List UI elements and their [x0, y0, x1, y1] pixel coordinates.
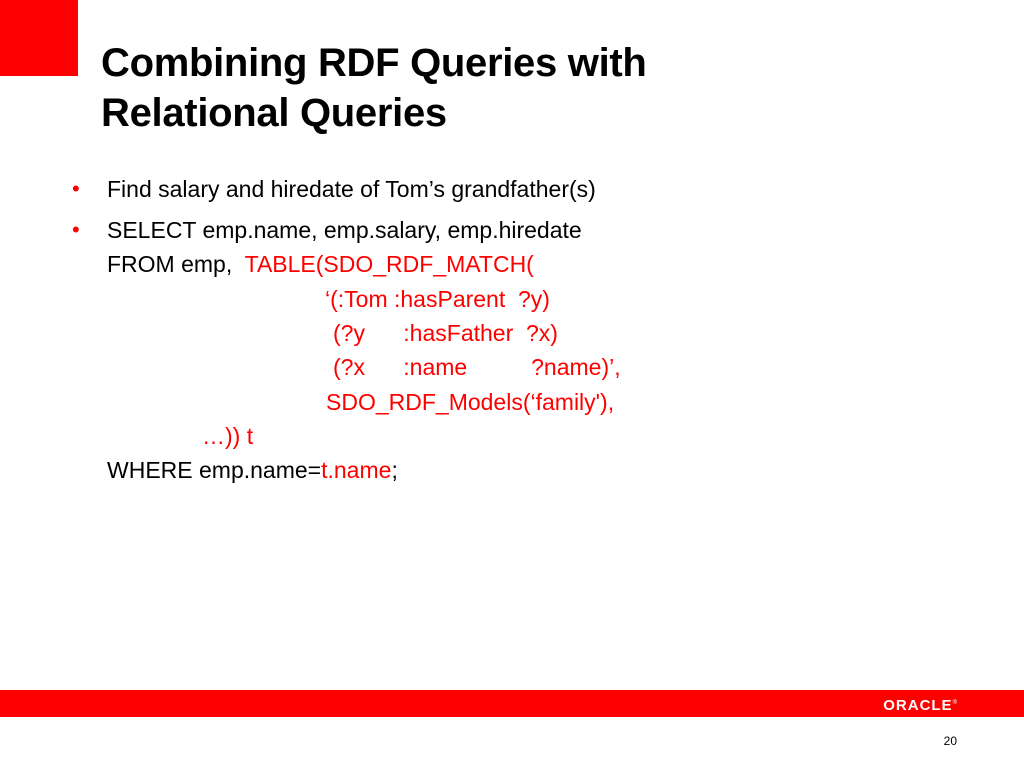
page-number: 20 — [943, 734, 957, 748]
slide-title-line-1: Combining RDF Queries with — [101, 41, 647, 85]
corner-accent-block — [0, 0, 78, 76]
sql-from-line: FROM emp, TABLE(SDO_RDF_MATCH( — [107, 247, 534, 281]
oracle-logo: ORACLE® — [883, 690, 958, 717]
sql-from-prefix: FROM emp, — [107, 251, 233, 277]
bullet-text-1: Find salary and hiredate of Tom’s grandf… — [107, 176, 596, 202]
slide-title: Combining RDF Queries with Relational Qu… — [101, 38, 961, 138]
oracle-logo-text: ORACLE — [883, 697, 953, 714]
sql-ellipsis-line: …)) t — [202, 423, 254, 449]
sql-where-prefix: WHERE emp.name= — [107, 457, 322, 483]
sql-where-suffix: ; — [391, 457, 398, 483]
sql-models-line: SDO_RDF_Models(‘family'), — [326, 389, 615, 415]
sql-where-line: WHERE emp.name=t.name; — [107, 453, 398, 487]
sql-match-pattern-2: (?y :hasFather ?x) — [333, 320, 558, 346]
sql-where-column: t.name — [321, 457, 392, 483]
sql-table-function: TABLE(SDO_RDF_MATCH( — [244, 251, 534, 277]
footer-bar: ORACLE® — [0, 690, 1024, 717]
sql-select-line: SELECT emp.name, emp.salary, emp.hiredat… — [107, 217, 582, 243]
bullet-marker-2: • — [72, 217, 80, 242]
oracle-logo-mark: ® — [952, 700, 958, 706]
bullet-marker-1: • — [72, 176, 80, 201]
slide-title-line-2: Relational Queries — [101, 91, 447, 135]
sql-match-pattern-1: ‘(:Tom :hasParent ?y) — [325, 286, 550, 312]
sql-match-pattern-3: (?x :name ?name)’, — [333, 354, 621, 380]
